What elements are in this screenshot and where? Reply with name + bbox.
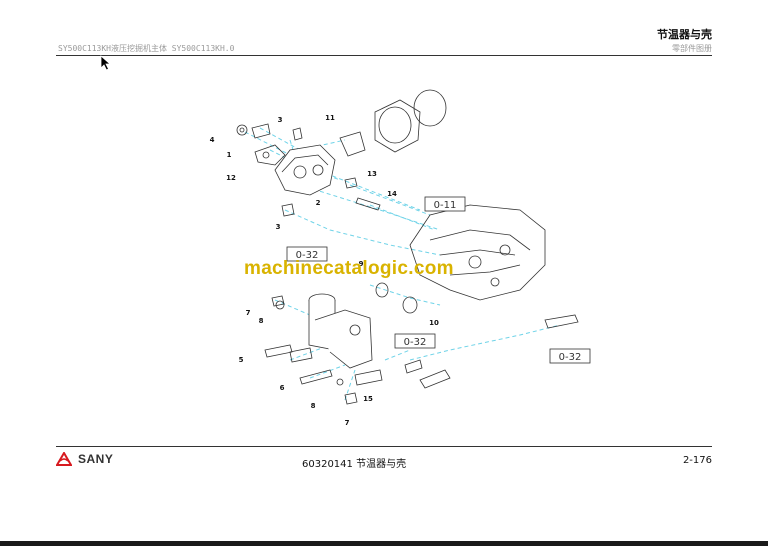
reference-boxes [286, 196, 591, 364]
callout: 13 [367, 170, 377, 178]
model-subtitle: SY500C113KH液压挖掘机主体 SY500C113KH.0 [58, 44, 235, 53]
callout: 7 [246, 309, 251, 317]
ref-label: 0-32 [296, 250, 319, 261]
callout: 10 [429, 319, 439, 327]
callout: 11 [325, 114, 335, 122]
callout: 8 [311, 402, 316, 410]
engine-block [409, 204, 546, 301]
window-bottom-edge [0, 541, 768, 546]
callout: 1 [227, 151, 232, 159]
callout: 12 [226, 174, 236, 182]
mouse-cursor-icon [100, 55, 112, 71]
callout: 3 [278, 116, 283, 124]
water-outlet [264, 282, 579, 405]
watermark: machinecatalogic.com [244, 258, 454, 279]
callout: 14 [387, 190, 397, 198]
ref-label: 0-32 [404, 337, 427, 348]
callout: 4 [210, 136, 215, 144]
callout: 2 [316, 199, 321, 207]
ref-label: 0-32 [559, 352, 582, 363]
callout: 6 [280, 384, 285, 392]
callout: 3 [276, 223, 281, 231]
callout: 5 [239, 356, 244, 364]
brand-logo: SANY [56, 452, 113, 466]
part-number-title: 60320141 节温器与壳 [302, 459, 407, 470]
header-rule [56, 55, 712, 56]
callout: 8 [259, 317, 264, 325]
callout: 9 [359, 260, 364, 268]
callout: 15 [363, 395, 373, 403]
footer-rule [56, 446, 712, 447]
callout: 7 [345, 419, 350, 427]
callout-numbers: 1 2 3 3 4 5 6 7 7 8 8 9 10 11 12 13 14 1… [210, 114, 439, 427]
catalog-label: 零部件图册 [672, 44, 712, 53]
thermostat-housing [236, 89, 447, 217]
sany-logo-icon [56, 452, 72, 466]
reference-labels: 0-11 0-32 0-32 0-32 [296, 200, 582, 363]
page-number: 2-176 [682, 455, 712, 466]
brand-name: SANY [78, 452, 114, 466]
ref-label: 0-11 [434, 200, 457, 211]
page-title: 节温器与壳 [657, 28, 712, 41]
